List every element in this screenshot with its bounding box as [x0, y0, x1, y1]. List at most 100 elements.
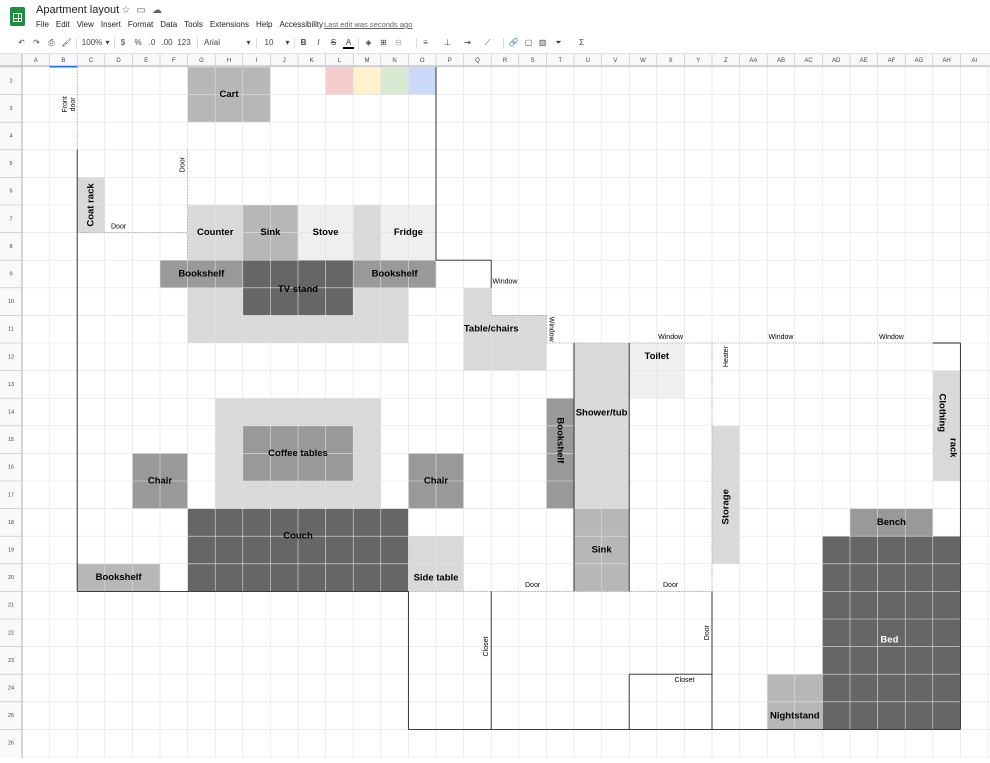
window-label: Window	[493, 279, 519, 286]
green-cell	[380, 67, 409, 95]
column-header-ab: AB	[777, 58, 785, 64]
active-cell-indicator	[49, 66, 78, 68]
last-edit-link[interactable]: Last edit was seconds ago	[324, 20, 413, 29]
pink-cell	[325, 67, 354, 95]
increase-decimal-button[interactable]: .00	[161, 38, 173, 47]
bookshelf-block	[353, 260, 436, 288]
column-header-ah: AH	[942, 58, 950, 64]
bookshelf-label: Bookshelf	[96, 572, 143, 583]
counter-label: Counter	[197, 227, 234, 238]
yellow-cell	[353, 67, 381, 95]
bookshelf-label: Bookshelf	[555, 417, 566, 464]
column-header-ac: AC	[804, 58, 813, 64]
menu-accessibility[interactable]: Accessibility	[279, 20, 324, 29]
redo-icon[interactable]: ↷	[33, 38, 40, 47]
column-header-s: S	[531, 58, 535, 64]
column-header-i: I	[256, 58, 258, 64]
row-header-20: 20	[8, 575, 14, 581]
window-label: Window	[769, 334, 795, 341]
borders-icon[interactable]: ⊞	[380, 38, 387, 47]
menu-help[interactable]: Help	[255, 20, 273, 29]
row-header-8: 8	[9, 244, 12, 250]
heater-label: Heater	[723, 345, 730, 367]
column-header-p: P	[448, 58, 452, 64]
column-header-b: B	[61, 58, 65, 64]
insert-chart-icon[interactable]: ▥	[538, 38, 547, 47]
row-header-19: 19	[8, 547, 14, 553]
menu-tools[interactable]: Tools	[184, 20, 203, 29]
bookshelf-label: Bookshelf	[372, 269, 419, 280]
coat-rack-label: Coat rack	[86, 183, 97, 227]
horizontal-align-icon[interactable]: ≡	[423, 38, 428, 47]
document-title[interactable]: Apartment layout	[36, 4, 120, 16]
text-rotation-icon[interactable]: ⟋	[484, 38, 491, 47]
toolbar-divider	[294, 38, 295, 49]
merge-cells-icon[interactable]: ⊟	[395, 38, 402, 47]
move-folder-icon[interactable]: ▭	[136, 5, 146, 16]
paint-format-icon[interactable]: 🖌	[61, 38, 72, 47]
chevron-down-icon[interactable]: ▾	[105, 38, 110, 47]
column-header-bar	[0, 54, 990, 66]
bed-label: Bed	[880, 634, 898, 645]
column-header-aa: AA	[749, 58, 757, 64]
chevron-down-icon[interactable]: ▾	[246, 38, 251, 47]
insert-link-icon[interactable]: 🔗	[508, 38, 519, 47]
text-wrap-icon[interactable]: ⇥	[464, 38, 471, 47]
chair-label: Chair	[148, 476, 173, 487]
select-all-corner[interactable]	[0, 54, 22, 66]
column-header-j: J	[283, 58, 286, 64]
menu-edit[interactable]: Edit	[55, 20, 70, 29]
text-color-button[interactable]: A	[343, 37, 354, 49]
table-block	[463, 287, 492, 371]
vertical-align-icon[interactable]: ⊥	[444, 38, 451, 47]
undo-icon[interactable]: ↶	[18, 38, 25, 47]
menu-extensions[interactable]: Extensions	[209, 20, 249, 29]
column-header-ad: AD	[832, 58, 841, 64]
column-header-n: N	[392, 58, 396, 64]
column-header-w: W	[640, 58, 646, 64]
row-header-4: 4	[9, 133, 12, 139]
print-icon[interactable]: ⎙	[48, 38, 55, 47]
functions-icon[interactable]: Σ	[579, 38, 584, 47]
more-formats-button[interactable]: 123	[177, 38, 191, 47]
row-header-3: 3	[9, 106, 12, 112]
font-size-input[interactable]: 10	[264, 38, 274, 47]
column-header-ae: AE	[860, 58, 868, 64]
sheets-logo-icon[interactable]	[10, 7, 25, 26]
bold-button[interactable]: B	[300, 38, 307, 47]
row-header-12: 12	[8, 354, 14, 360]
filter-icon[interactable]: ⏷	[555, 38, 562, 47]
menu-insert[interactable]: Insert	[100, 20, 121, 29]
column-header-q: Q	[475, 58, 480, 64]
zoom-select[interactable]: 100%	[81, 38, 103, 47]
percent-format-button[interactable]: %	[134, 38, 142, 47]
insert-comment-icon[interactable]: ▢	[524, 38, 533, 47]
tv-stand-label: TV stand	[278, 284, 318, 295]
row-header-21: 21	[8, 603, 14, 609]
chevron-down-icon[interactable]: ▾	[285, 38, 290, 47]
front-door-label: Front	[62, 96, 69, 112]
menu-format[interactable]: Format	[127, 20, 154, 29]
font-select[interactable]: Arial	[204, 38, 221, 47]
star-icon[interactable]: ☆	[121, 5, 131, 16]
bookshelf-label: Bookshelf	[178, 269, 225, 280]
strikethrough-button[interactable]: S	[330, 38, 337, 47]
cloud-status-icon[interactable]: ☁	[152, 5, 162, 16]
fill-color-icon[interactable]: ◈	[365, 38, 372, 47]
storage-label: Storage	[720, 489, 731, 524]
decrease-decimal-button[interactable]: .0	[148, 38, 156, 47]
menu-data[interactable]: Data	[160, 20, 178, 29]
column-header-z: Z	[724, 58, 728, 64]
coffee-tables-label: Coffee tables	[268, 448, 328, 459]
menu-file[interactable]: File	[36, 20, 49, 29]
column-header-a: A	[34, 58, 38, 64]
currency-format-button[interactable]: $	[120, 38, 126, 47]
fridge-label: Fridge	[394, 227, 423, 238]
menu-view[interactable]: View	[76, 20, 94, 29]
column-header-l: L	[338, 58, 342, 64]
italic-button[interactable]: I	[317, 38, 320, 47]
row-header-24: 24	[8, 685, 14, 691]
column-header-c: C	[89, 58, 94, 64]
